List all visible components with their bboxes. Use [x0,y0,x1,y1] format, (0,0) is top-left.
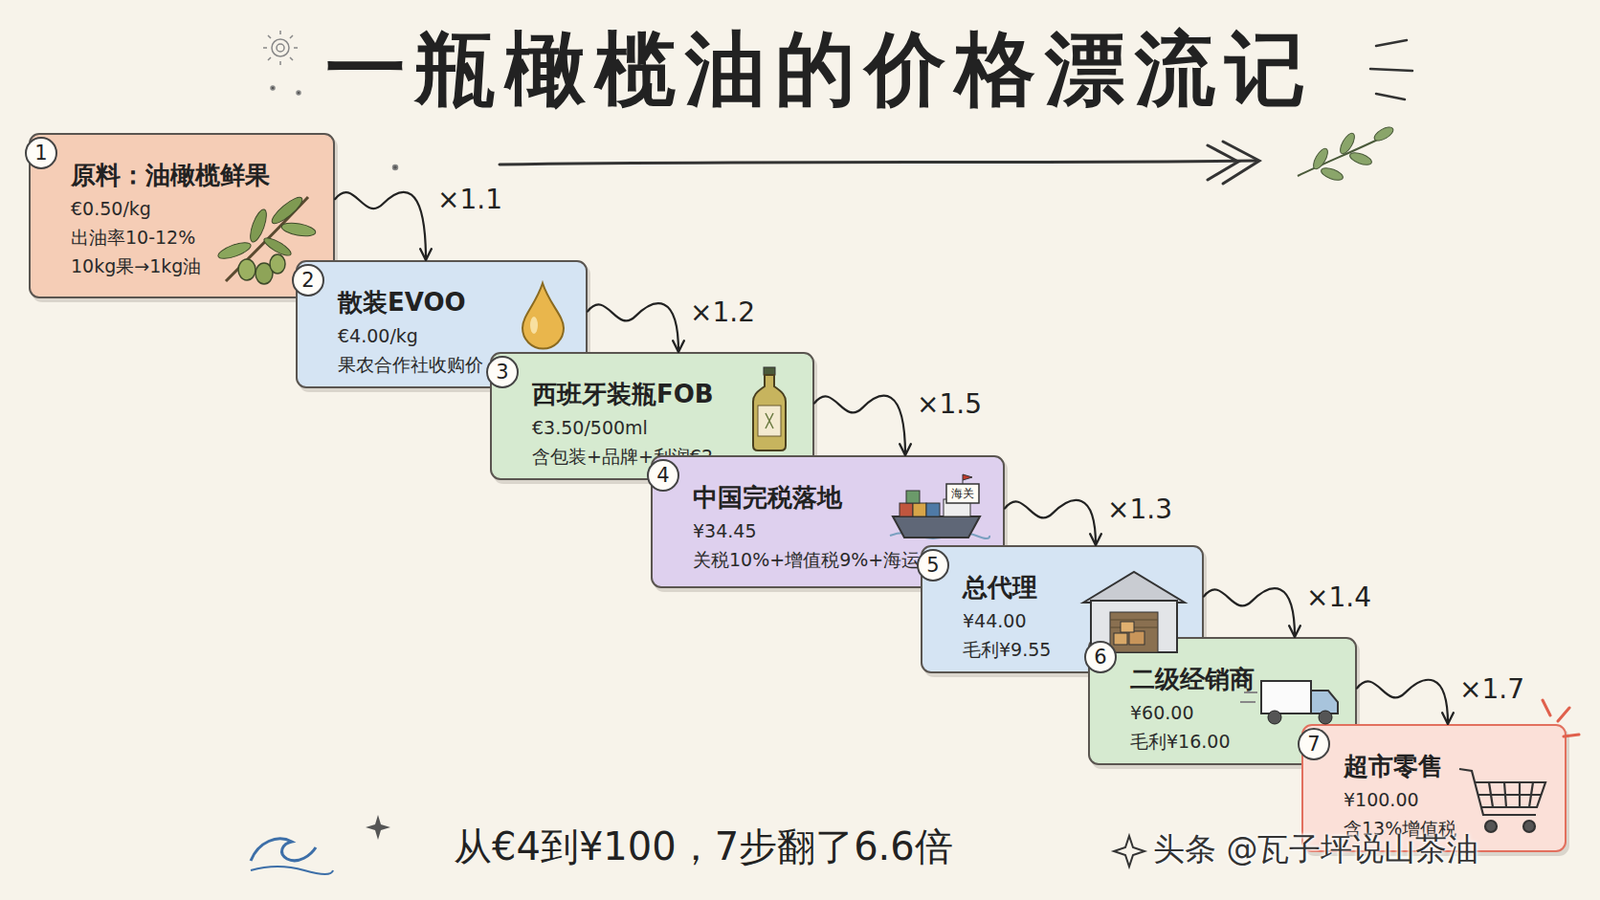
wave-doodle [250,815,1145,875]
step-heading: 总代理 [962,568,1187,607]
wavy-arrow [1203,588,1295,638]
step-heading: 散装EVOO [337,283,571,322]
decor-strokes [1370,40,1413,100]
multiplier-label: ×1.1 [437,183,503,217]
wavy-arrow [334,192,426,261]
step-heading: 超市零售 [1343,747,1550,786]
callout-number: 1 [24,136,58,170]
customs-sign: 海关 [951,487,975,501]
caption: 从€4到¥100，7步翻了6.6倍 [453,822,954,871]
callout-number: 6 [1084,641,1117,674]
multiplier-label: ×1.5 [916,388,982,422]
callout-number: 7 [1297,728,1331,761]
step-detail: €3.50/500ml [532,413,798,443]
step-detail: ¥60.00 [1130,698,1340,728]
leaf-branch [1297,124,1396,183]
step-detail: 10kg果→1kg油 [70,251,318,281]
callout-number: 4 [646,459,680,492]
step-detail: €0.50/kg [70,194,318,223]
price-step-box: 原料：油橄榄鲜果€0.50/kg出油率10-12%10kg果→1kg油 [28,133,335,299]
step-heading: 中国完税落地 [692,478,988,517]
wavy-arrow [814,396,906,456]
step-detail: €4.00/kg [337,321,571,351]
wavy-arrow [1356,680,1448,725]
step-detail: 出油率10-12% [70,222,318,252]
step-detail: ¥34.45 [692,516,988,546]
wavy-arrow [1004,500,1096,546]
callout-number: 3 [486,355,519,389]
wavy-arrow [587,303,679,353]
multiplier-label: ×1.2 [689,296,756,330]
callout-number: 2 [291,264,325,297]
multiplier-label: ×1.4 [1306,581,1372,615]
step-heading: 二级经销商 [1130,660,1340,699]
diagram-title: 一瓶橄榄油的价格漂流记 [325,28,1315,110]
step-heading: 西班牙装瓶FOB [532,375,798,414]
step-detail: ¥44.00 [962,606,1187,636]
callout-number: 5 [916,549,950,582]
multiplier-label: ×1.7 [1459,673,1525,707]
multiplier-label: ×1.3 [1107,493,1173,527]
step-heading: 原料：油橄榄鲜果 [70,155,318,195]
title-arrow [499,141,1260,184]
step-detail: ¥100.00 [1343,785,1550,815]
watermark: 头条 @瓦子坪说山茶油 [1153,828,1480,871]
